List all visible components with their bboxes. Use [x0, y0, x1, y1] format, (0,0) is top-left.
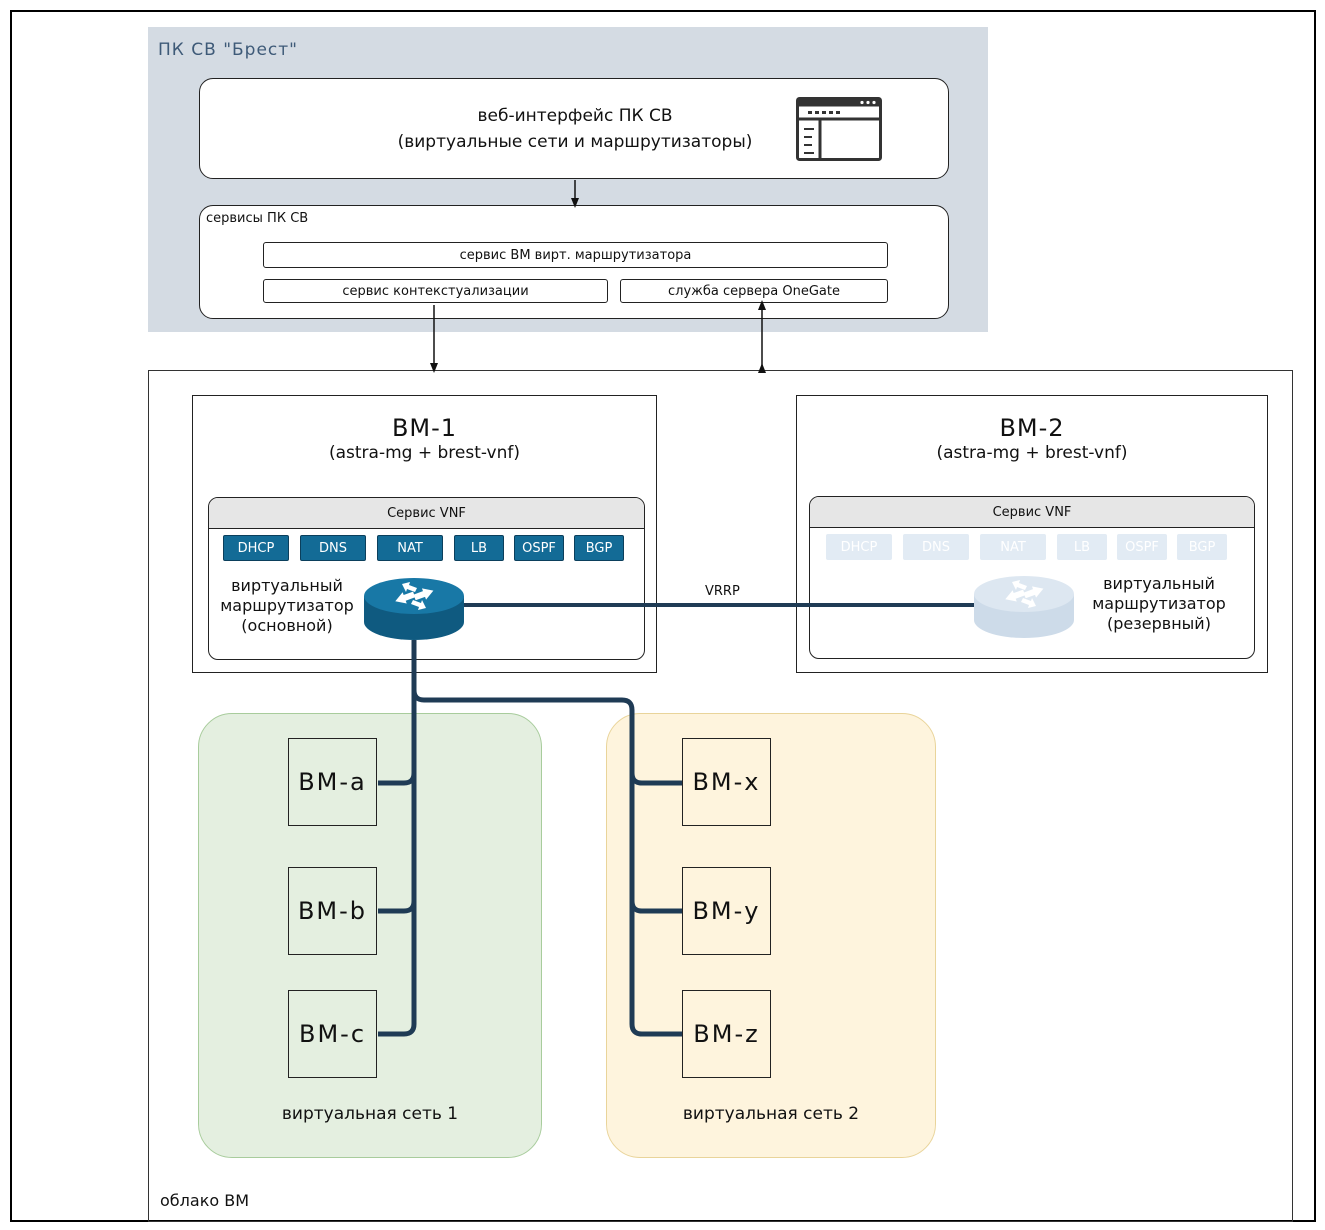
- vm1-subtitle: (astra-mg + brest-vnf): [328, 443, 521, 463]
- vm1-protocol-nat: NAT: [377, 535, 443, 561]
- primary-router-icon: [364, 578, 464, 640]
- web-interface-line1: веб-интерфейс ПК СВ: [477, 106, 673, 126]
- web-interface-line2: (виртуальные сети и маршрутизаторы): [397, 132, 753, 152]
- vm1-vnf-title: Сервис VNF: [209, 498, 644, 529]
- vm1-title: ВМ-1: [391, 414, 458, 442]
- vm1-protocol-lb: LB: [454, 535, 504, 561]
- vm1-protocol-ospf: OSPF: [514, 535, 564, 561]
- vm1-router-label: виртуальный маршрутизатор (основной): [212, 576, 362, 636]
- router-vm-service: сервис ВМ вирт. маршрутизатора: [263, 242, 888, 268]
- vm-cloud-area: [148, 370, 1293, 1222]
- router-to-net1-link: [378, 690, 417, 1037]
- vm2-protocol-dns: DNS: [903, 534, 969, 560]
- vm2-vnf-title: Сервис VNF: [810, 497, 1254, 528]
- vm-b-box: ВМ-b: [288, 867, 377, 955]
- vm2-router-line2: маршрутизатор: [1092, 594, 1226, 613]
- vm-y-box: ВМ-y: [682, 867, 771, 955]
- vm-y-link: [629, 900, 682, 914]
- contextualization-service: сервис контекстуализации: [263, 279, 608, 303]
- vm2-title: ВМ-2: [999, 414, 1065, 442]
- vm-x-box: ВМ-x: [682, 738, 771, 826]
- vm2-router-line1: виртуальный: [1103, 574, 1215, 593]
- onegate-service: служба сервера OneGate: [620, 279, 888, 303]
- vm2-router-line3: (резервный): [1107, 614, 1211, 633]
- vm1-router-line3: (основной): [241, 616, 333, 635]
- vm2-router-label: виртуальный маршрутизатор (резервный): [1084, 574, 1234, 634]
- vm-a-box: ВМ-a: [288, 738, 377, 826]
- vm-z-box: ВМ-z: [682, 990, 771, 1078]
- vm1-protocol-bgp: BGP: [574, 535, 624, 561]
- virtual-network-1-label: виртуальная сеть 1: [281, 1104, 459, 1124]
- web-interface-label: веб-интерфейс ПК СВ (виртуальные сети и …: [300, 103, 850, 155]
- vm1-router-line2: маршрутизатор: [220, 596, 354, 615]
- vm2-protocol-bgp: BGP: [1177, 534, 1227, 560]
- vm1-router-line1: виртуальный: [231, 576, 343, 595]
- vm2-subtitle: (astra-mg + brest-vnf): [936, 443, 1128, 463]
- browser-window-icon: [796, 97, 882, 161]
- virtual-network-2: [606, 713, 936, 1158]
- virtual-network-1: [198, 713, 542, 1158]
- pk-sv-title: ПК СВ "Брест": [158, 40, 298, 60]
- standby-router-icon: [974, 576, 1074, 638]
- vm2-protocol-nat: NAT: [980, 534, 1046, 560]
- vm1-protocol-dhcp: DHCP: [223, 535, 289, 561]
- virtual-network-2-label: виртуальная сеть 2: [682, 1104, 860, 1124]
- vm-x-link: [629, 772, 682, 786]
- pk-services-title: сервисы ПК СВ: [206, 211, 309, 226]
- vm2-protocol-ospf: OSPF: [1117, 534, 1167, 560]
- vm-b-link: [378, 900, 417, 914]
- router-to-net2-link: [411, 640, 682, 1037]
- vm-cloud-label: облако ВМ: [160, 1191, 250, 1210]
- network-links: [378, 640, 682, 1037]
- vm-c-box: ВМ-c: [288, 990, 377, 1078]
- vm2-protocol-lb: LB: [1057, 534, 1107, 560]
- vm2-protocol-dhcp: DHCP: [826, 534, 892, 560]
- vm1-vnf-service: Сервис VNF: [208, 497, 645, 660]
- vm1-protocol-dns: DNS: [300, 535, 366, 561]
- vrrp-label: VRRP: [705, 584, 740, 599]
- vm-a-link: [378, 772, 417, 786]
